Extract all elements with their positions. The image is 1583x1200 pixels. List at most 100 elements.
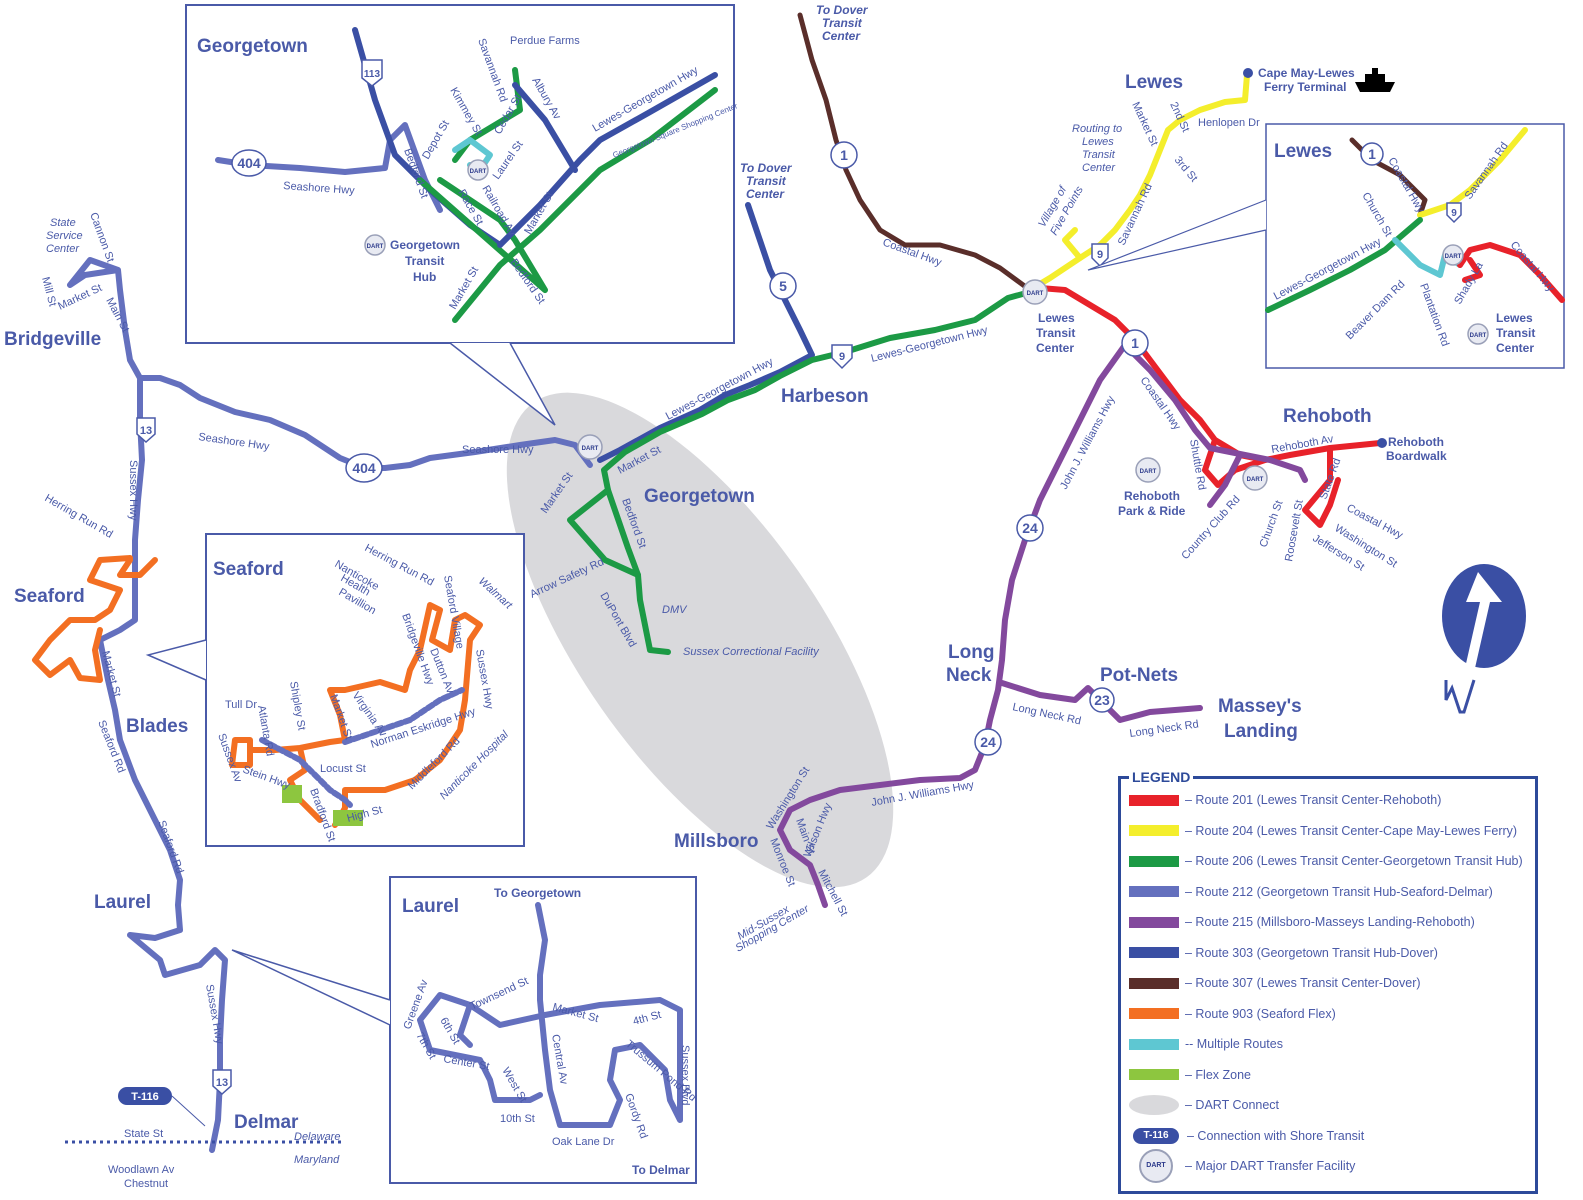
ferry-label-1: Cape May-Lewes xyxy=(1258,66,1355,80)
legend-label: – Route 215 (Millsboro-Masseys Landing-R… xyxy=(1185,915,1475,929)
georgetown-inset-hub2-icon[interactable]: DART xyxy=(364,234,386,256)
rehoboth-pr-2: Park & Ride xyxy=(1118,504,1186,518)
route-212-line[interactable] xyxy=(67,257,593,471)
svg-text:DART: DART xyxy=(1247,477,1264,483)
svg-text:DART: DART xyxy=(470,169,487,175)
road-seashore-hwy-1: Seashore Hwy xyxy=(198,431,271,453)
legend-title: LEGEND xyxy=(1129,769,1194,785)
route-215-rehoboth[interactable] xyxy=(1122,342,1308,508)
inset-georgetown: Georgetown DART DART 404 113 Seashore Hw… xyxy=(185,4,739,426)
rehoboth-pr-hub-icon[interactable]: DART xyxy=(1135,457,1161,483)
svg-text:DART: DART xyxy=(1027,291,1044,297)
route-206-branch[interactable] xyxy=(605,487,641,578)
route-23-shield: 23 xyxy=(1089,687,1115,713)
route-201-loop[interactable] xyxy=(1202,437,1341,528)
svg-text:1: 1 xyxy=(1131,335,1139,351)
route-13-shield: 13 xyxy=(136,417,156,444)
route-1-shield: 1 xyxy=(830,141,858,169)
route-206-line[interactable] xyxy=(567,289,1033,655)
road-henlopen-dr: Henlopen Dr xyxy=(1198,117,1260,129)
to-dover-2c: Center xyxy=(746,187,785,201)
place-masseys-2: Landing xyxy=(1224,721,1298,742)
route-24-shield: 24 xyxy=(1016,514,1044,542)
t116-pointer xyxy=(171,1095,206,1127)
place-seaford: Seaford xyxy=(14,586,85,607)
route-215-line[interactable] xyxy=(777,342,1128,908)
sf-lbl-17: Locust St xyxy=(320,763,366,775)
dart-connect-swatch xyxy=(1129,1095,1179,1115)
dart-connect-zone xyxy=(506,392,894,888)
t116-badge[interactable]: T-116 xyxy=(118,1087,172,1105)
state-service-1: State xyxy=(50,217,76,229)
lewes-inset-hub-icon[interactable]: DART xyxy=(1442,244,1464,266)
place-masseys-1: Massey's xyxy=(1218,696,1302,717)
svg-text:13: 13 xyxy=(216,1077,228,1089)
rehoboth-boardwalk-stop[interactable] xyxy=(1377,438,1387,448)
georgetown-inset-hub-icon[interactable]: DART xyxy=(467,159,489,181)
gt-hub-3: Hub xyxy=(413,270,436,284)
route-9-shield-lewes: 9 xyxy=(1091,243,1109,268)
route-903-line[interactable] xyxy=(32,555,158,683)
ferry-icon xyxy=(1355,68,1395,92)
rehoboth-pr-1: Rehoboth xyxy=(1124,489,1180,503)
road-sussex-hwy-1: Sussex Hwy xyxy=(127,460,139,521)
legend-label: – Route 212 (Georgetown Transit Hub-Seaf… xyxy=(1185,884,1493,899)
svg-text:404: 404 xyxy=(352,460,376,476)
svg-text:DART: DART xyxy=(1470,333,1487,339)
legend-row: – Route 212 (Georgetown Transit Hub-Seaf… xyxy=(1129,881,1493,903)
routing-note-4: Center xyxy=(1082,162,1116,174)
georgetown-hub-icon[interactable]: DART xyxy=(577,434,603,460)
state-service-2: Service xyxy=(46,230,83,242)
place-pot-nets: Pot-Nets xyxy=(1100,665,1178,686)
svg-text:DART: DART xyxy=(582,446,599,452)
legend-row: DART– Major DART Transfer Facility xyxy=(1129,1149,1355,1183)
place-long-neck-2: Neck xyxy=(946,665,992,686)
legend-label: – Route 201 (Lewes Transit Center-Rehobo… xyxy=(1185,793,1442,807)
road-market-st-lewes: Market St xyxy=(1129,100,1160,148)
road-main-st-bville: Main St xyxy=(103,296,131,335)
road-roosevelt-st: Roosevelt St xyxy=(1283,499,1306,563)
route-204-line[interactable] xyxy=(1027,72,1250,293)
rehoboth-hub-icon[interactable]: DART xyxy=(1242,465,1268,491)
la-lbl-14: Oak Lane Dr xyxy=(552,1136,615,1148)
lewes-tc-1: Lewes xyxy=(1038,311,1075,325)
road-church-st: Church St xyxy=(1258,499,1286,549)
place-delmar: Delmar xyxy=(234,1112,299,1133)
road-state-st: State St xyxy=(124,1128,163,1140)
svg-text:9: 9 xyxy=(839,351,845,363)
lw-hub-2: Transit xyxy=(1496,326,1535,340)
svg-text:1: 1 xyxy=(840,147,848,163)
legend-row: – Route 204 (Lewes Transit Center-Cape M… xyxy=(1129,820,1517,842)
place-millsboro: Millsboro xyxy=(674,831,758,852)
road-woodlawn-av: Woodlawn Av xyxy=(108,1164,175,1176)
route-9-inset-shield: 9 xyxy=(1446,202,1462,224)
legend-row: T-116– Connection with Shore Transit xyxy=(1129,1125,1364,1147)
label-delaware: Delaware xyxy=(294,1131,340,1143)
place-rehoboth: Rehoboth xyxy=(1283,406,1372,427)
boardwalk-1: Rehoboth xyxy=(1388,435,1444,449)
route-307-line[interactable] xyxy=(797,12,1033,293)
legend-swatch xyxy=(1129,1069,1179,1080)
route-113-shield: 113 xyxy=(361,59,383,87)
legend-row: -- Multiple Routes xyxy=(1129,1033,1283,1055)
place-georgetown: Georgetown xyxy=(644,486,755,507)
svg-text:24: 24 xyxy=(1022,520,1038,536)
road-mill-st: Mill St xyxy=(39,276,58,308)
sussex-correctional: Sussex Correctional Facility xyxy=(683,646,820,658)
road-seaford-rd-2: Seaford Rd xyxy=(155,819,185,875)
boardwalk-2: Boardwalk xyxy=(1386,449,1447,463)
to-dover-1: To Dover xyxy=(816,3,869,17)
legend-label: – DART Connect xyxy=(1185,1098,1280,1112)
route-201-line[interactable] xyxy=(1037,285,1383,463)
la-lbl-15: To Delmar xyxy=(632,1163,690,1177)
svg-text:DART: DART xyxy=(1445,254,1462,260)
ferry-terminal-stop[interactable] xyxy=(1243,68,1253,78)
lewes-tc-2: Transit xyxy=(1036,326,1075,340)
svg-text:404: 404 xyxy=(237,155,261,171)
lewes-hub-icon[interactable]: DART xyxy=(1022,279,1048,305)
lw-hub-3: Center xyxy=(1496,341,1534,355)
route-204-spur[interactable] xyxy=(1062,227,1083,261)
legend-swatch xyxy=(1129,916,1179,928)
lewes-inset-hub2-icon[interactable]: DART xyxy=(1467,323,1489,345)
inset-lewes-title: Lewes xyxy=(1274,141,1332,162)
